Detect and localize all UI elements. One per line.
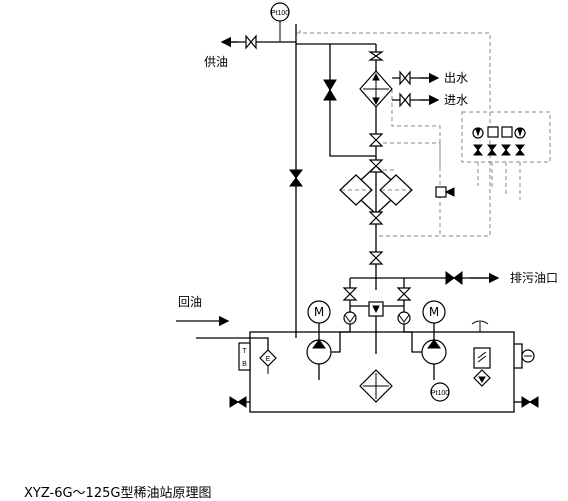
pt100-tank-label: Pt100: [431, 390, 449, 397]
gauge-2: [486, 126, 499, 156]
pt100-top-label: Pt100: [271, 10, 289, 17]
gauge-3: [500, 126, 513, 156]
oil-tank: T B E Pt100: [229, 320, 539, 413]
diagram-caption: XYZ-6G～125G型稀油站原理图: [24, 486, 211, 501]
drain-outlet: 排污油口: [350, 251, 558, 285]
return-oil-label: 回油: [178, 295, 202, 309]
bypass-check-valve: [323, 79, 337, 101]
pump-manifold: [342, 278, 412, 354]
drain-check-valve: [445, 271, 463, 285]
duplex-filter: [339, 159, 455, 225]
cooler-section: 出水 进水: [359, 44, 468, 290]
tb-label-t: T: [242, 348, 247, 355]
left-motor-label: M: [314, 305, 324, 319]
tb-label-b: B: [242, 361, 247, 368]
right-pump-assembly: M: [403, 300, 447, 380]
return-line: 回油: [176, 295, 269, 356]
pt100-tank-sensor: [430, 382, 450, 402]
riser-check-valve: [289, 169, 303, 187]
left-pump-assembly: M: [306, 300, 351, 380]
gauge-1: [472, 127, 484, 156]
pressure-switch-panel: [472, 126, 526, 156]
supply-line: Pt100: [220, 2, 376, 338]
pt100-top-sensor: [270, 2, 290, 22]
water-out-label: 出水: [444, 71, 468, 85]
right-motor-label: M: [429, 305, 439, 319]
supply-oil-label: 供油: [204, 55, 228, 69]
water-in-label: 进水: [444, 93, 468, 107]
supply-valve: [245, 34, 257, 50]
cooler: [359, 70, 393, 108]
drain-outlet-label: 排污油口: [510, 271, 558, 285]
heater-label: E: [266, 356, 271, 363]
gauge-4: [514, 127, 526, 156]
